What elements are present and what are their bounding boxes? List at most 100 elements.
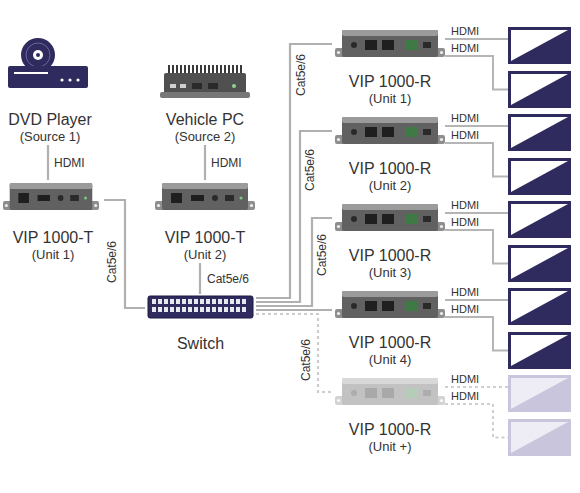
- monitor: [508, 27, 571, 64]
- dvd-player-body: [8, 66, 88, 88]
- pc-port: [170, 84, 176, 88]
- disc-slot: [14, 72, 48, 74]
- monitor: [508, 332, 571, 369]
- player-button: [60, 78, 63, 81]
- device-name: VIP 1000-R: [332, 72, 448, 91]
- device-name: VIP 1000-R: [332, 159, 448, 178]
- hdmi-wire: [445, 230, 508, 264]
- hdmi-wire: [445, 38, 508, 40]
- device-name: Vehicle PC: [155, 110, 255, 129]
- port-label: HDMI: [450, 390, 480, 402]
- device-name: Switch: [145, 334, 256, 353]
- port-label: HDMI: [450, 373, 480, 385]
- pc-port: [208, 83, 218, 89]
- device-subtitle: (Unit 2): [152, 247, 258, 263]
- receiver-device: [335, 291, 445, 318]
- device-node: VIP 1000-R(Unit 3): [332, 200, 448, 281]
- device-name: VIP 1000-T: [2, 228, 104, 247]
- receiver-device-optional: [335, 378, 445, 405]
- transmitter-device: [3, 183, 99, 210]
- monitor: [508, 158, 571, 195]
- monitor-optional: [508, 419, 571, 456]
- cable-connector: [47, 145, 49, 180]
- device-name: VIP 1000-R: [332, 420, 448, 439]
- monitor: [508, 245, 571, 282]
- switch-ports: [152, 299, 248, 315]
- disc-hole: [33, 50, 43, 60]
- device-subtitle: (Source 2): [155, 129, 255, 145]
- cable-connector: [204, 145, 206, 180]
- cable-connector: [256, 309, 332, 311]
- cable-label: Cat5e/6: [206, 272, 250, 286]
- device-node: VIP 1000-T(Unit 1): [2, 180, 104, 263]
- device-name: VIP 1000-T: [152, 228, 258, 247]
- device-subtitle: (Unit 4): [332, 352, 448, 368]
- device-node: VIP 1000-R(Unit 4): [332, 287, 448, 368]
- port-label: HDMI: [450, 303, 480, 315]
- hdmi-wire: [445, 299, 508, 301]
- cable-label: HDMI: [53, 156, 86, 170]
- player-button: [68, 78, 71, 81]
- cable-label: Cat5e/6: [315, 233, 329, 277]
- cable-connector: [256, 218, 332, 306]
- device-node: Switch: [145, 294, 256, 353]
- hdmi-wire: [445, 386, 508, 388]
- monitor-optional: [508, 375, 571, 412]
- cable-label: Cat5e/6: [299, 338, 313, 382]
- hdmi-wires-optional: [445, 387, 508, 438]
- device-node: Vehicle PC(Source 2): [155, 60, 255, 145]
- device-subtitle: (Unit 1): [2, 247, 104, 263]
- device-subtitle: (Unit 3): [332, 265, 448, 281]
- hdmi-wires: [445, 39, 508, 351]
- device-subtitle: (Unit +): [332, 439, 448, 455]
- cable-label: Cat5e/6: [105, 240, 119, 284]
- device-subtitle: (Unit 2): [332, 178, 448, 194]
- device-node: VIP 1000-R(Unit 2): [332, 113, 448, 194]
- player-button: [76, 78, 79, 81]
- pc-flange: [160, 92, 250, 98]
- disc-center: [36, 53, 40, 57]
- port-label: HDMI: [450, 199, 480, 211]
- cable-connector: [256, 314, 332, 392]
- cable-label: Cat5e/6: [303, 148, 317, 192]
- port-label: HDMI: [450, 216, 480, 228]
- monitor: [508, 288, 571, 325]
- hdmi-wire: [445, 404, 508, 438]
- port-label: HDMI: [450, 25, 480, 37]
- monitor: [508, 71, 571, 108]
- disc-ring: [26, 43, 50, 67]
- receiver-device: [335, 204, 445, 231]
- hdmi-wire: [445, 56, 508, 90]
- cable-connector: [199, 263, 201, 294]
- receiver-device: [335, 117, 445, 144]
- monitor: [508, 201, 571, 238]
- cable-connector: [104, 200, 145, 308]
- device-node: VIP 1000-T(Unit 2): [152, 180, 258, 263]
- port-label: HDMI: [450, 286, 480, 298]
- device-name: DVD Player: [2, 110, 98, 129]
- receiver-device: [335, 30, 445, 57]
- pc-led: [232, 84, 236, 88]
- hdmi-wire: [445, 212, 508, 214]
- port-label: HDMI: [450, 129, 480, 141]
- pc-fins: [168, 65, 242, 74]
- cable-label: HDMI: [210, 156, 243, 170]
- device-node: DVD Player(Source 1): [2, 38, 98, 145]
- hdmi-wire: [445, 143, 508, 177]
- pc-port: [180, 84, 186, 88]
- transmitter-device: [155, 183, 255, 210]
- connectors: [48, 44, 332, 392]
- port-label: HDMI: [450, 112, 480, 124]
- hdmi-wire: [445, 125, 508, 127]
- port-label: HDMI: [450, 42, 480, 54]
- cable-connector: [256, 44, 332, 298]
- cable-connector: [256, 131, 332, 302]
- device-name: VIP 1000-R: [332, 333, 448, 352]
- device-node: VIP 1000-R(Unit 1): [332, 26, 448, 107]
- hdmi-wire: [445, 317, 508, 351]
- switch-body: [148, 296, 253, 318]
